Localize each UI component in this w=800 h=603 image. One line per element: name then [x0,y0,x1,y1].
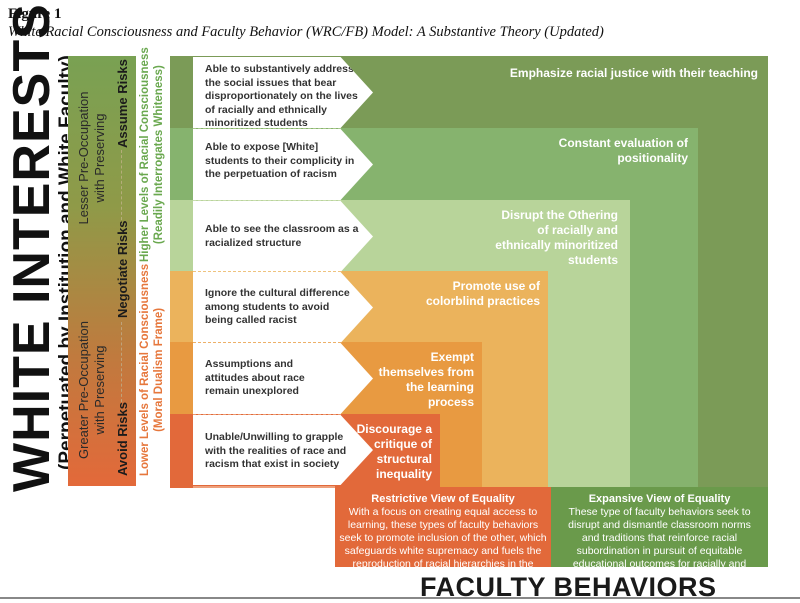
restrictive-view-box: Restrictive View of Equality With a focu… [335,487,551,583]
divider-4 [193,342,341,343]
higher-consciousness-line2: (Readily Interrogates Whiteness) [153,65,165,245]
bottom-rule [0,597,800,599]
behavior-label-3: Disrupt the Othering of racially and eth… [495,208,618,267]
figure-label: Figure 1 [8,6,62,22]
consciousness-text-4: Ignore the cultural difference among stu… [205,287,350,326]
behavior-label-6: Discourage a critique of structural ineq… [356,422,432,481]
bottom-edge-line [193,486,335,488]
divider-2 [193,200,341,201]
risk-scale-dash-lower [121,322,122,402]
consciousness-arrow-5: Assumptions and attitudes about race rem… [193,343,373,414]
risk-avoid: Avoid Risks [115,402,130,476]
consciousness-text-1: Able to substantively address the social… [205,63,358,129]
restrictive-corner [335,478,355,488]
white-interests-label: WHITE INTERESTS [3,3,61,492]
lesser-preoccupation-text: Lesser Pre-Occupation with Preserving [76,58,108,258]
behavior-label-1: Emphasize racial justice with their teac… [509,66,758,80]
consciousness-text-5: Assumptions and attitudes about race rem… [205,358,305,397]
higher-consciousness-line1: Higher Levels of Racial Consciousness [139,47,151,262]
greater-preoccupation-line1: Greater Pre-Occupation [76,321,91,460]
consciousness-text-6: Unable/Unwilling to grapple with the rea… [205,431,347,470]
restrictive-view-body: With a focus on creating equal access to… [339,506,547,583]
lower-consciousness-line2: (Moral Dualism Frame) [153,307,165,432]
behavior-label-2: Constant evaluation of positionality [558,136,688,165]
consciousness-arrow-6: Unable/Unwilling to grapple with the rea… [193,415,373,485]
preoccupation-gradient-bar [68,56,136,486]
consciousness-arrow-3: Able to see the classroom as a racialize… [193,201,373,272]
greater-preoccupation-line2: with Preserving [92,345,107,435]
risk-negotiate: Negotiate Risks [115,220,130,318]
expansive-view-body: These type of faculty behaviors seek to … [568,506,751,583]
consciousness-arrow-4: Ignore the cultural difference among stu… [193,272,373,343]
risk-assume: Assume Risks [115,59,130,148]
divider-5 [193,414,341,415]
figure-title: White Racial Consciousness and Faculty B… [8,24,604,40]
behavior-label-5: Exempt themselves from the learning proc… [378,350,474,409]
greater-preoccupation-text: Greater Pre-Occupation with Preserving [76,300,108,480]
divider-3 [193,271,341,272]
consciousness-arrow-1: Able to substantively address the social… [193,57,373,128]
expansive-view-title: Expansive View of Equality [588,493,731,505]
consciousness-text-2: Able to expose [White] students to their… [205,141,355,180]
lower-consciousness-line1: Lower Levels of Racial Consciousness [139,263,151,476]
risk-scale-dash-upper [121,150,122,220]
behavior-label-4: Promote use of colorblind practices [425,279,540,308]
consciousness-arrow-2: Able to expose [White] students to their… [193,129,373,200]
consciousness-text-3: Able to see the classroom as a racialize… [205,223,359,249]
expansive-view-box: Expansive View of Equality These type of… [551,487,768,583]
divider-1 [193,128,341,129]
lower-consciousness-label: Lower Levels of Racial Consciousness (Mo… [138,264,166,476]
lesser-preoccupation-line1: Lesser Pre-Occupation [76,91,91,225]
higher-consciousness-label: Higher Levels of Racial Consciousness (R… [138,47,166,262]
lesser-preoccupation-line2: with Preserving [92,113,107,203]
restrictive-view-title: Restrictive View of Equality [371,493,515,505]
